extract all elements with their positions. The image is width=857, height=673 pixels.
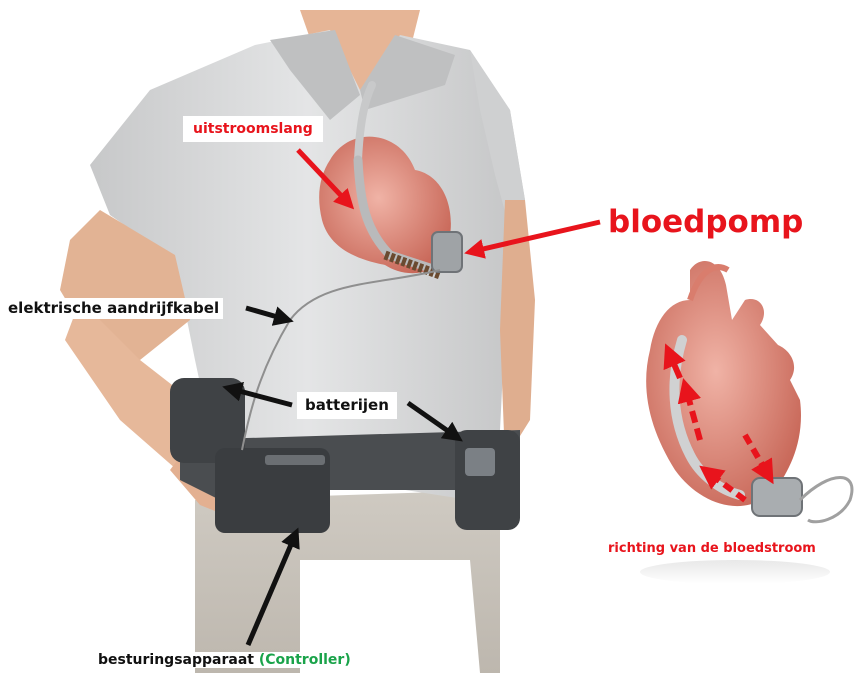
label-pump: bloedpomp [604,205,807,240]
heart-inset [640,261,852,584]
battery-right [455,430,520,530]
label-controller-main: besturingsapparaat [98,652,254,668]
label-controller-paren: (Controller) [259,652,351,668]
label-outflow: uitstroomslang [183,116,323,142]
label-driveline: elektrische aandrijfkabel [4,298,223,319]
label-batteries: batterijen [297,392,397,419]
pump-device [432,232,462,272]
label-controller: besturingsapparaat (Controller) [96,652,353,668]
person-figure [60,10,535,673]
label-flow-direction: richting van de bloedstroom [606,540,818,557]
inset-pump-device [752,478,802,516]
